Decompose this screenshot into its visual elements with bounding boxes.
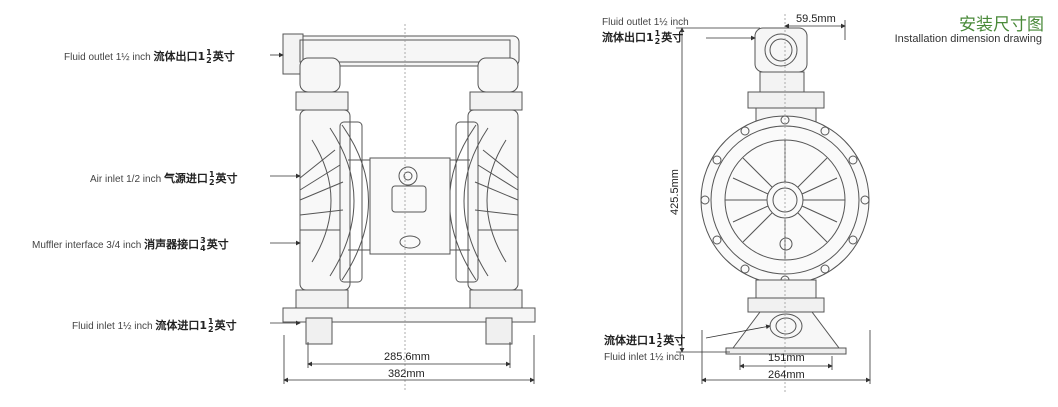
label-en: Fluid outlet 1½ inch bbox=[64, 52, 151, 63]
dim-264: 264mm bbox=[768, 369, 805, 381]
label-en: Fluid inlet 1½ inch bbox=[72, 321, 153, 332]
dim-59-5: 59.5mm bbox=[796, 13, 836, 25]
dim-285-6: 285.6mm bbox=[384, 351, 430, 363]
dim-425-5: 425.5mm bbox=[669, 169, 681, 215]
front-dimensions bbox=[283, 24, 535, 392]
side-leaders bbox=[705, 35, 771, 339]
diagram-title-cn: 安装尺寸图 bbox=[959, 15, 1044, 35]
label-en: Air inlet 1/2 inch bbox=[90, 174, 162, 185]
label-en: Fluid outlet 1½ inch bbox=[602, 17, 689, 28]
front-view-pump bbox=[282, 33, 536, 345]
side-dimensions bbox=[676, 14, 871, 394]
front-leaders bbox=[270, 52, 301, 326]
dim-151: 151mm bbox=[768, 352, 805, 364]
diagram-title-en: Installation dimension drawing bbox=[894, 33, 1042, 45]
side-view-pump bbox=[700, 27, 870, 355]
label-en: Fluid inlet 1½ inch bbox=[604, 352, 685, 363]
dim-382: 382mm bbox=[388, 368, 425, 380]
label-en: Muffler interface 3/4 inch bbox=[32, 240, 142, 251]
